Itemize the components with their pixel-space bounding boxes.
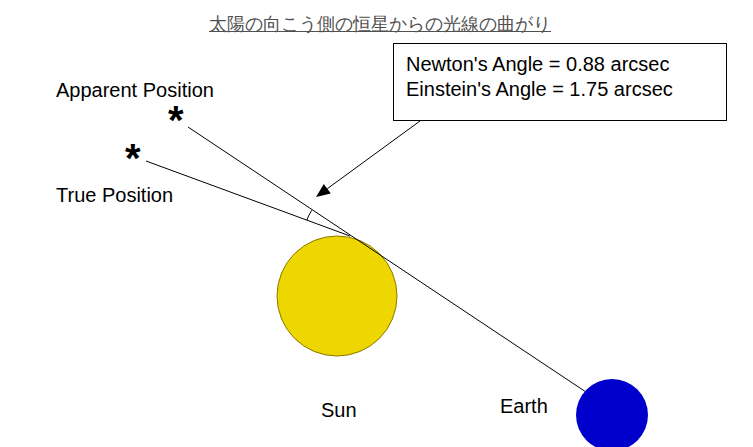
earth-disc	[576, 379, 648, 447]
apparent-light-ray	[188, 127, 598, 400]
star-symbol: *	[125, 138, 141, 178]
star-label: Apparent Position	[56, 78, 214, 102]
star-label: True Position	[56, 183, 173, 207]
diagram-title: 太陽の向こう側の恒星からの光線の曲がり	[209, 12, 551, 36]
angle-value: Einstein's Angle = 1.75 arcsec	[406, 77, 714, 102]
star-symbol: *	[168, 100, 184, 140]
callout-arrowhead	[316, 184, 331, 197]
body-label: Earth	[500, 394, 548, 418]
callout-box: Newton's Angle = 0.88 arcsecEinstein's A…	[393, 43, 727, 121]
true-light-ray	[146, 161, 350, 236]
angle-value: Newton's Angle = 0.88 arcsec	[406, 52, 714, 77]
body-label: Sun	[321, 398, 357, 422]
callout-leader	[327, 121, 420, 189]
deflection-angle-arc	[307, 210, 312, 220]
